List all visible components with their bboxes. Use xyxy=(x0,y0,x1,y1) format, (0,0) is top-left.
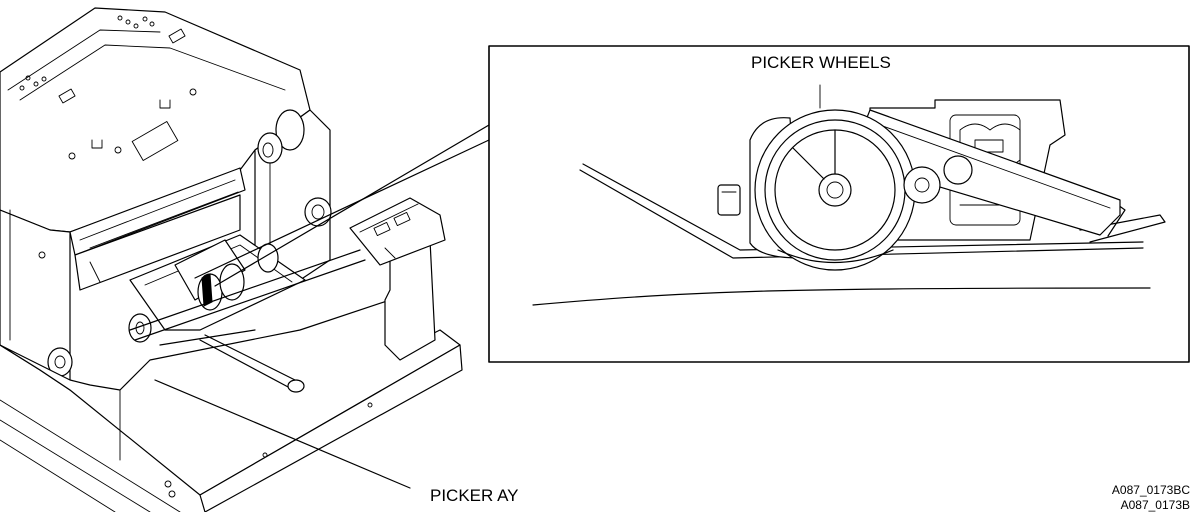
detail-inset-box xyxy=(488,45,1190,363)
figure-code-label: A087_0173BC xyxy=(1112,483,1190,497)
figure-code-label-secondary: A087_0173B xyxy=(1121,498,1190,512)
callout-leader-lines xyxy=(154,84,821,489)
printer-mechanism-illustration xyxy=(0,7,463,512)
picker-wheels-label: PICKER WHEELS xyxy=(751,53,891,72)
picker-ay-label: PICKER AY xyxy=(430,486,519,505)
